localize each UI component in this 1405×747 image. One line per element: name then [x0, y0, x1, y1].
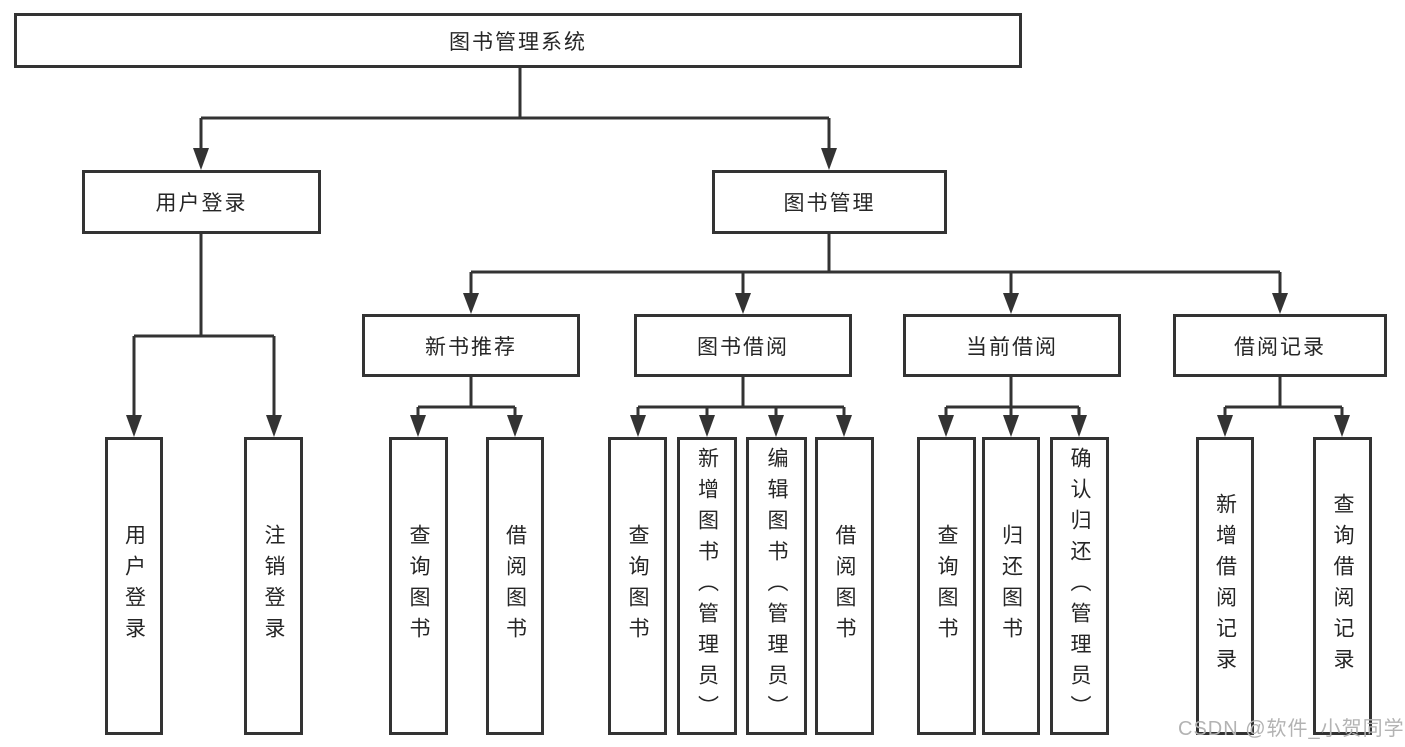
leaf-edit-book-admin: 编辑图书（管理员）	[746, 437, 807, 735]
csdn-watermark: CSDN @软件_小贺同学	[1178, 718, 1405, 740]
node-label: 借阅图书	[503, 524, 527, 648]
node-borrowing-records: 借阅记录	[1173, 314, 1387, 377]
leaf-add-book-admin: 新增图书（管理员）	[677, 437, 737, 735]
node-label: 用户登录	[122, 524, 146, 648]
leaf-logout: 注销登录	[244, 437, 303, 735]
leaf-add-borrow-record: 新增借阅记录	[1196, 437, 1254, 735]
leaf-query-borrow-record: 查询借阅记录	[1313, 437, 1372, 735]
node-label: 查询图书	[626, 524, 649, 648]
connector-current-borrow-children	[938, 377, 1087, 437]
node-library-management-system: 图书管理系统	[14, 13, 1022, 68]
connector-user-login-children	[126, 234, 282, 437]
leaf-query-books-current: 查询图书	[917, 437, 976, 735]
node-user-login: 用户登录	[82, 170, 321, 234]
node-label: 新增借阅记录	[1213, 493, 1237, 679]
connector-book-borrow-children	[630, 377, 852, 437]
node-label: 图书管理系统	[449, 30, 587, 54]
node-new-book-recommendation: 新书推荐	[362, 314, 580, 377]
node-current-borrowing: 当前借阅	[903, 314, 1121, 377]
node-label: 查询图书	[407, 524, 430, 648]
node-label: 确认归还（管理员）	[1068, 446, 1091, 726]
node-label: 借阅图书	[833, 524, 856, 648]
node-label: 图书借阅	[697, 335, 789, 359]
node-label: 注销登录	[262, 524, 285, 648]
node-label: 图书管理	[783, 192, 876, 215]
node-label: 查询借阅记录	[1331, 493, 1354, 679]
node-label: 新书推荐	[425, 335, 517, 359]
leaf-return-books: 归还图书	[982, 437, 1040, 735]
connector-book-management-children	[463, 234, 1288, 314]
node-book-borrowing: 图书借阅	[634, 314, 852, 377]
leaf-query-books-recommend: 查询图书	[389, 437, 448, 735]
node-label: 用户登录	[155, 192, 248, 215]
node-label: 新增图书（管理员）	[695, 446, 719, 726]
leaf-borrow-books-recommend: 借阅图书	[486, 437, 544, 735]
node-label: 借阅记录	[1234, 335, 1326, 359]
leaf-user-login: 用户登录	[105, 437, 163, 735]
node-label: 归还图书	[999, 524, 1023, 648]
connector-root-to-level2	[193, 68, 837, 170]
leaf-query-books-borrow: 查询图书	[608, 437, 667, 735]
connector-new-book-children	[410, 377, 523, 437]
leaf-confirm-return-admin: 确认归还（管理员）	[1050, 437, 1109, 735]
node-label: 编辑图书（管理员）	[765, 446, 788, 726]
node-label: 当前借阅	[966, 335, 1058, 359]
node-label: 查询图书	[935, 524, 958, 648]
node-book-management: 图书管理	[712, 170, 947, 234]
leaf-borrow-books: 借阅图书	[815, 437, 874, 735]
connector-borrow-records-children	[1217, 377, 1350, 437]
